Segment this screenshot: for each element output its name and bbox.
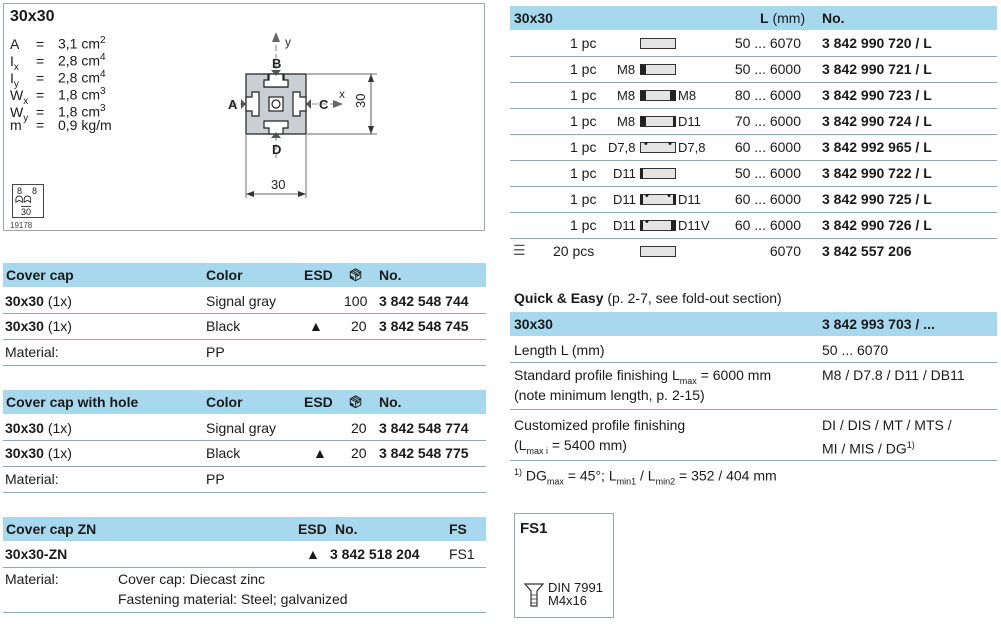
- package-icon: 📦︎: [348, 395, 364, 409]
- label-a: A: [228, 97, 238, 112]
- cover-cap-hole-header: Cover cap with hole Color ESD 📦︎ No.: [3, 390, 486, 414]
- screw-icon: [523, 583, 545, 607]
- esd-icon: ▲: [313, 445, 327, 461]
- quick-easy-row: Length L (mm) 50 ... 6070: [514, 342, 889, 358]
- drawing-number: 19178: [10, 221, 33, 230]
- label-b: B: [272, 56, 281, 71]
- cover-cap-header: Cover cap Color ESD 📦︎ No.: [3, 263, 486, 287]
- property-wy: Wy=1,8 cm3: [10, 103, 106, 124]
- label-c: C: [319, 97, 329, 112]
- property-mass: m=0,9 kg/m: [10, 117, 112, 133]
- bundle-icon: ☰: [513, 242, 526, 258]
- material-row: Material: PP: [5, 344, 225, 360]
- table-row: 30x30-ZN ▲ 3 842 518 204 FS1: [5, 546, 475, 562]
- table-row: 30x30 (1x) Signal gray 20 3 842 548 774: [5, 420, 469, 436]
- table-row: 1 pc M8 50 ... 6000 3 842 990 721 / L: [570, 61, 932, 77]
- table-row: 1 pc M8 D11 70 ... 6000 3 842 990 724 / …: [570, 113, 932, 129]
- property-wx: Wx=1,8 cm3: [10, 86, 106, 107]
- table-row: 1 pc M8 M8 80 ... 6000 3 842 990 723 / L: [570, 87, 932, 103]
- quick-easy-title: Quick & Easy (p. 2-7, see fold-out secti…: [514, 290, 782, 306]
- esd-icon: ▲: [309, 318, 323, 334]
- footnote: 1) DGmax = 45°; Lmin1 / Lmin2 = 352 / 40…: [514, 467, 777, 487]
- label-d: D: [272, 142, 281, 157]
- table-row: 1 pc 50 ... 6070 3 842 990 720 / L: [570, 35, 932, 51]
- material-row: Material: Cover cap: Diecast zinc Fasten…: [5, 571, 348, 607]
- quick-easy-row: Customized profile finishing (Lmax i = 5…: [514, 417, 952, 457]
- quick-easy-header: 30x30 3 842 993 703 / ...: [510, 312, 997, 336]
- profile-title: 30x30: [10, 8, 55, 25]
- profile-cross-section-drawing: y x 30 30 B D A: [228, 32, 377, 198]
- esd-icon: ▲: [306, 546, 320, 562]
- table-row: 1 pc D11 • D11V 60 ... 6000 3 842 990 72…: [570, 216, 932, 233]
- axis-y-label: y: [285, 35, 291, 49]
- table-row: ☰ 20 pcs 6070 3 842 557 206: [513, 242, 912, 259]
- property-iy: Iy=2,8 cm4: [10, 69, 106, 90]
- profile-table-header: 30x30 L (mm) No.: [510, 6, 997, 30]
- table-row: 1 pc D11 •• D11 60 ... 6000 3 842 990 72…: [570, 190, 932, 207]
- fs1-title: FS1: [520, 520, 548, 537]
- table-row: 1 pc D7,8 •• D7,8 60 ... 6000 3 842 992 …: [570, 138, 932, 155]
- table-row: 30x30 (1x) Black ▲ 20 3 842 548 745: [5, 318, 469, 334]
- slot-size-icon: 8 8 ᗣᗣ 30: [12, 184, 44, 218]
- axis-x-label: x: [339, 87, 345, 101]
- property-area: A=3,1 cm2: [10, 35, 106, 52]
- cover-cap-zn-header: Cover cap ZN ESD No. FS: [3, 517, 486, 541]
- profile-rows: 1 pc 50 ... 6070 3 842 990 720 / L 1 pc …: [510, 31, 997, 261]
- dim-height: 30: [353, 94, 368, 108]
- fs1-box: FS1 DIN 7991 M4x16: [514, 513, 614, 618]
- material-row: Material: PP: [5, 471, 225, 487]
- table-row: 30x30 (1x) Signal gray 100 3 842 548 744: [5, 293, 469, 309]
- quick-easy-row: Standard profile finishing Lmax = 6000 m…: [514, 367, 965, 403]
- package-icon: 📦︎: [348, 268, 364, 282]
- dim-width: 30: [271, 177, 285, 192]
- profile-spec-box: 30x30 A=3,1 cm2 Ix=2,8 cm4 Iy=2,8 cm4 Wx…: [3, 3, 485, 231]
- table-row: 1 pc D11 50 ... 6000 3 842 990 722 / L: [570, 165, 932, 181]
- property-ix: Ix=2,8 cm4: [10, 52, 106, 73]
- table-row: 30x30 (1x) Black ▲ 20 3 842 548 775: [5, 445, 469, 461]
